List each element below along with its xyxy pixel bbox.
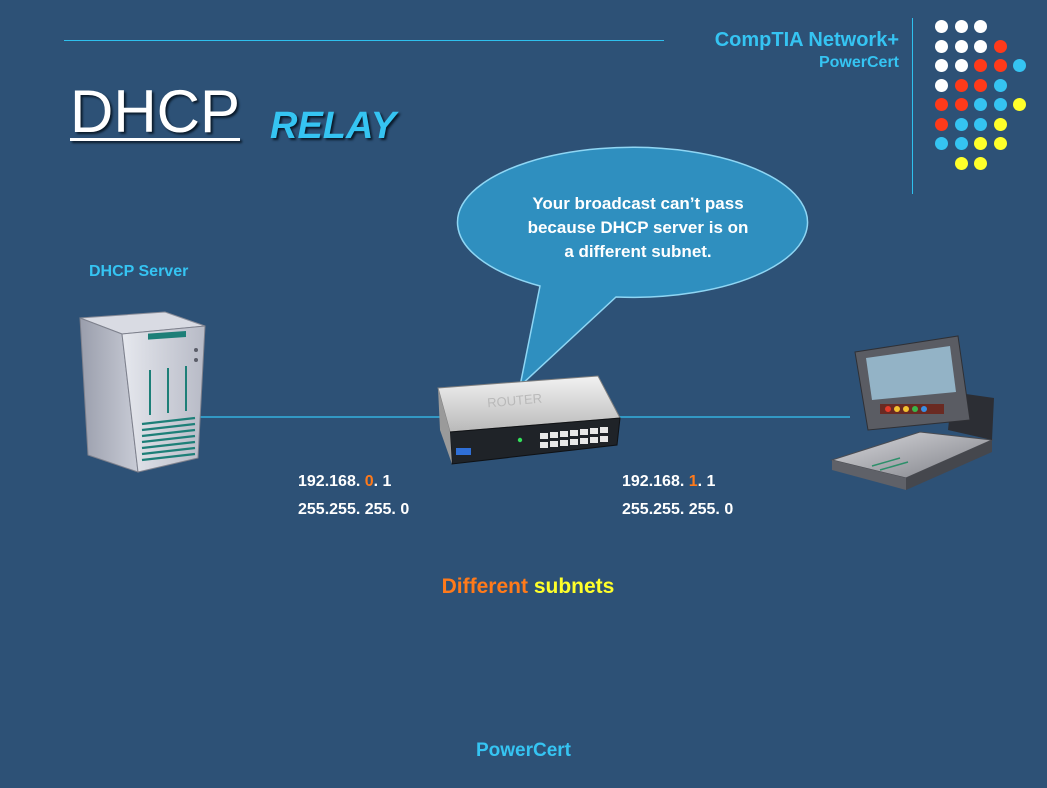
subnet-note-word1: Different bbox=[441, 575, 528, 598]
decor-dot bbox=[935, 137, 948, 150]
dhcp-server-label: DHCP Server bbox=[89, 263, 189, 280]
decor-dot bbox=[954, 98, 968, 111]
decor-dot bbox=[954, 39, 968, 53]
router-label: ROUTER bbox=[487, 391, 543, 411]
subnet-note-word2: subnets bbox=[533, 575, 615, 598]
left-ip-address: 192.168. 0. 1 bbox=[298, 473, 392, 490]
callout-line: because DHCP server is on bbox=[527, 218, 749, 237]
decor-dot bbox=[993, 78, 1007, 92]
callout-line: a different subnet. bbox=[564, 242, 712, 261]
decor-dot bbox=[935, 78, 948, 92]
decor-dot bbox=[993, 98, 1007, 111]
decor-dot bbox=[993, 59, 1007, 72]
decor-dot bbox=[935, 20, 948, 33]
decor-dot bbox=[954, 117, 968, 131]
decor-dot bbox=[974, 98, 987, 111]
decor-dot bbox=[1013, 59, 1026, 72]
right-ip-address: 192.168. 1. 1 bbox=[622, 473, 716, 490]
left-subnet-mask: 255.255. 255. 0 bbox=[298, 501, 410, 518]
client-workstation-icon bbox=[830, 335, 994, 490]
decor-dot bbox=[974, 39, 987, 53]
decor-dot bbox=[974, 78, 987, 92]
decor-dot bbox=[935, 98, 948, 111]
right-subnet-mask: 255.255. 255. 0 bbox=[622, 501, 734, 518]
decor-dot bbox=[935, 117, 948, 131]
slide-title: DHCP bbox=[70, 78, 241, 145]
header-vertical-rule bbox=[912, 18, 913, 194]
server-icon bbox=[79, 311, 206, 473]
decor-dot bbox=[974, 117, 987, 131]
right-ip-third-octet: 1 bbox=[688, 473, 698, 490]
decor-dot bbox=[974, 156, 987, 170]
callout-text: Your broadcast can’t pass because DHCP s… bbox=[488, 192, 788, 264]
left-ip-third-octet: 0 bbox=[364, 473, 374, 490]
decor-dot bbox=[954, 20, 968, 33]
decor-dot bbox=[954, 137, 968, 150]
subnet-note: Different subnets bbox=[0, 575, 1047, 599]
decor-dot bbox=[993, 137, 1007, 150]
decor-dot bbox=[1013, 98, 1026, 111]
callout-bubble bbox=[456, 146, 809, 389]
decor-dot bbox=[993, 39, 1007, 53]
left-interface-address: 192.168. 0. 1 255.255. 255. 0 bbox=[298, 468, 409, 524]
brand-company: PowerCert bbox=[818, 54, 899, 71]
decor-dot bbox=[954, 59, 968, 72]
callout-line: Your broadcast can’t pass bbox=[532, 194, 744, 213]
header-rule bbox=[64, 40, 664, 41]
decor-dot bbox=[993, 117, 1007, 131]
decor-dot bbox=[935, 59, 948, 72]
router-icon bbox=[437, 375, 621, 465]
decor-dot bbox=[974, 20, 987, 33]
footer-brand: PowerCert bbox=[475, 740, 572, 761]
brand-course: CompTIA Network+ bbox=[714, 29, 899, 51]
decor-dot bbox=[954, 78, 968, 92]
decor-dot bbox=[954, 156, 968, 170]
decor-dot bbox=[974, 59, 987, 72]
slide-subtitle: RELAY bbox=[270, 105, 396, 147]
decor-dot bbox=[935, 39, 948, 53]
decor-dot bbox=[974, 137, 987, 150]
right-interface-address: 192.168. 1. 1 255.255. 255. 0 bbox=[622, 468, 733, 524]
